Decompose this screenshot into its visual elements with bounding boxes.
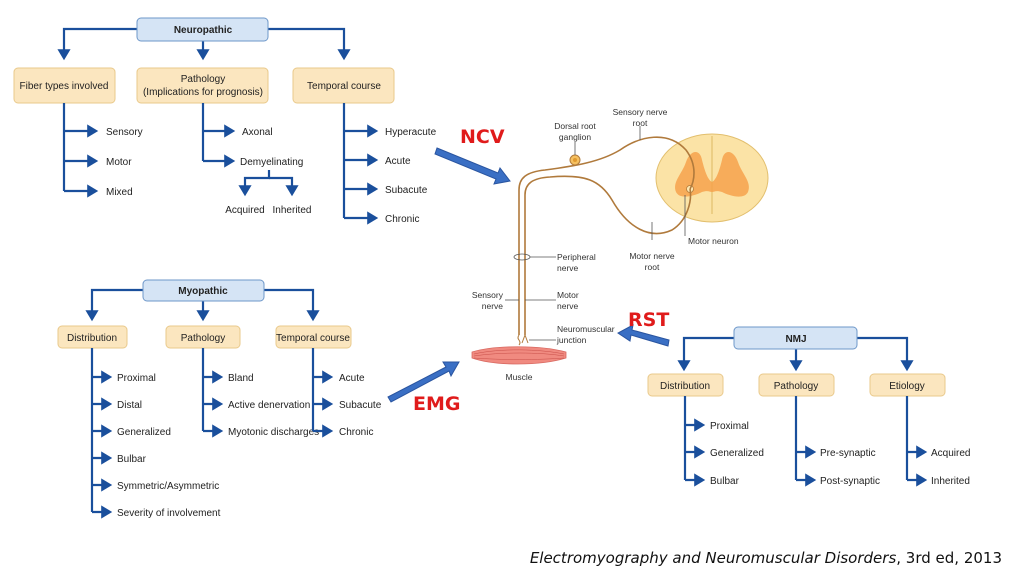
leaf-demyelinating: Demyelinating: [240, 157, 303, 168]
leaf-sensory: Sensory: [106, 127, 143, 138]
label-dorsal-root-ganglion-2: ganglion: [559, 132, 591, 142]
leaf-generalized: Generalized: [710, 448, 764, 459]
leaf-inherited: Inherited: [931, 476, 970, 487]
leaf-proximal: Proximal: [117, 373, 156, 384]
svg-text:Fiber types involved: Fiber types involved: [20, 81, 109, 92]
citation-details: , 3rd ed, 2013: [896, 549, 1002, 567]
label-peripheral-nerve-2: nerve: [557, 263, 579, 273]
leaf-chronic: Chronic: [339, 427, 373, 438]
label-motor-nerve-2: nerve: [557, 301, 579, 311]
ncv-arrow: [434, 147, 511, 185]
svg-text:Pathology: Pathology: [181, 333, 225, 344]
leaf-pre-synaptic: Pre-synaptic: [820, 448, 876, 459]
svg-text:Myopathic: Myopathic: [178, 286, 228, 297]
citation: Electromyography and Neuromuscular Disor…: [530, 549, 1002, 567]
leaf-bland: Bland: [228, 373, 254, 384]
leaf-hyperacute: Hyperacute: [385, 127, 437, 138]
svg-text:(Implications for prognosis): (Implications for prognosis): [143, 87, 263, 98]
leaf-mixed: Mixed: [106, 187, 133, 198]
anatomy-illustration: Dorsal root ganglion Sensory nerve root …: [471, 107, 769, 382]
label-motor-nerve-root: Motor nerve: [629, 251, 675, 261]
emg-arrow: [387, 361, 460, 403]
svg-text:Pathology: Pathology: [181, 74, 225, 85]
neuropathic-tree: Neuropathic Fiber types involved Patholo…: [13, 17, 437, 225]
leaf-subacute: Subacute: [385, 185, 428, 196]
leaf-bulbar: Bulbar: [710, 476, 740, 487]
category-etiology: Etiology: [869, 373, 946, 397]
category-distribution: Distribution: [647, 373, 724, 397]
category-pathology: Pathology: [165, 325, 241, 349]
leaf-symmetric: Symmetric/Asymmetric: [117, 481, 219, 492]
svg-text:Pathology: Pathology: [774, 381, 818, 392]
label-muscle: Muscle: [506, 372, 533, 382]
leaf-myotonic-discharges: Myotonic discharges: [228, 427, 319, 438]
emg-label: EMG: [413, 393, 460, 415]
label-nmj-2: junction: [556, 335, 587, 345]
svg-text:NMJ: NMJ: [785, 334, 806, 345]
svg-text:Temporal course: Temporal course: [307, 81, 381, 92]
leaf-inherited: Inherited: [273, 205, 312, 216]
leaf-acquired: Acquired: [225, 205, 264, 216]
category-temporal-course: Temporal course: [275, 325, 352, 349]
nmj-root-node: NMJ: [733, 326, 858, 350]
category-temporal-course: Temporal course: [292, 67, 395, 104]
leaf-post-synaptic: Post-synaptic: [820, 476, 880, 487]
leaf-active-denervation: Active denervation: [228, 400, 310, 411]
label-motor-nerve: Motor: [557, 290, 579, 300]
label-sensory-nerve-root-2: root: [633, 118, 648, 128]
spinal-cord: [655, 133, 769, 223]
myopathic-root-node: Myopathic: [142, 279, 265, 302]
neuropathic-root-node: Neuropathic: [136, 17, 269, 42]
label-dorsal-root-ganglion: Dorsal root: [554, 121, 596, 131]
label-sensory-nerve: Sensory: [472, 290, 504, 300]
category-pathology-prognosis: Pathology (Implications for prognosis): [136, 67, 269, 104]
svg-text:Etiology: Etiology: [889, 381, 925, 392]
svg-text:Distribution: Distribution: [67, 333, 117, 344]
leaf-chronic: Chronic: [385, 214, 419, 225]
leaf-subacute: Subacute: [339, 400, 382, 411]
leaf-generalized: Generalized: [117, 427, 171, 438]
muscle: [471, 346, 567, 365]
leaf-proximal: Proximal: [710, 421, 749, 432]
label-peripheral-nerve: Peripheral: [557, 252, 596, 262]
citation-title: Electromyography and Neuromuscular Disor…: [529, 549, 897, 567]
leaf-acute: Acute: [339, 373, 365, 384]
leaf-distal: Distal: [117, 400, 142, 411]
leaf-acute: Acute: [385, 156, 411, 167]
svg-text:Distribution: Distribution: [660, 381, 710, 392]
rst-label: RST: [628, 309, 669, 331]
leaf-motor: Motor: [106, 157, 132, 168]
label-motor-nerve-root-2: root: [645, 262, 660, 272]
leaf-acquired: Acquired: [931, 448, 970, 459]
myopathic-tree: Myopathic Distribution Pathology Tempora…: [57, 279, 382, 519]
category-fiber-types: Fiber types involved: [13, 67, 116, 104]
ncv-label: NCV: [460, 126, 505, 148]
category-pathology: Pathology: [758, 373, 835, 397]
svg-text:Neuropathic: Neuropathic: [174, 25, 233, 36]
category-distribution: Distribution: [57, 325, 128, 349]
leaf-severity: Severity of involvement: [117, 508, 221, 519]
label-sensory-nerve-2: nerve: [482, 301, 504, 311]
label-motor-neuron: Motor neuron: [688, 236, 739, 246]
rst-arrow: [617, 324, 670, 347]
leaf-axonal: Axonal: [242, 127, 273, 138]
label-sensory-nerve-root: Sensory nerve: [613, 107, 668, 117]
leaf-bulbar: Bulbar: [117, 454, 147, 465]
label-nmj: Neuromuscular: [557, 324, 615, 334]
svg-text:Temporal course: Temporal course: [276, 333, 350, 344]
nmj-tree: NMJ Distribution Pathology Etiology Prox…: [647, 326, 970, 487]
